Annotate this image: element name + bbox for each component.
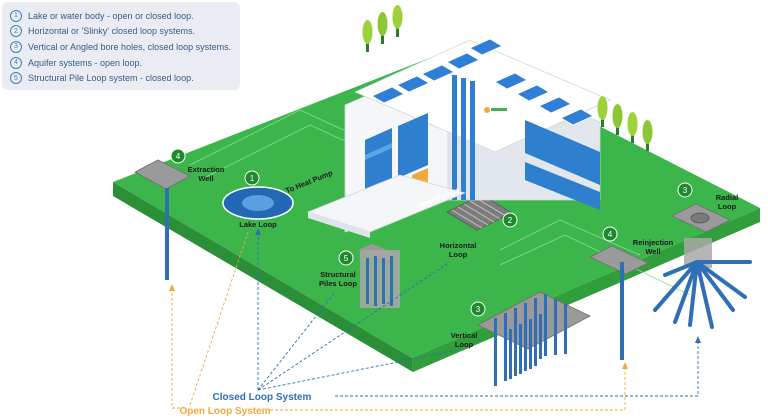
marker-4-number: 4 — [176, 152, 181, 161]
open-loop-leaders — [171, 231, 626, 411]
legend-item-aquifer: 4 Aquifer systems - open loop. — [10, 55, 232, 71]
marker-4-reinjection — [602, 226, 618, 242]
marker-3-radial — [677, 182, 693, 198]
legend-text: Horizontal or 'Slinky' closed loop syste… — [28, 26, 196, 37]
reinjection-well-label: Reinjection — [633, 238, 674, 247]
radial-loop-pipes — [653, 260, 752, 329]
solar-panels — [371, 38, 594, 126]
vertical-loop-label: Loop — [455, 340, 474, 349]
marker-4-extraction — [170, 148, 186, 164]
vertical-loop-bores — [494, 294, 567, 386]
radial-loop-label: Radial — [716, 193, 739, 202]
extraction-well-pipe — [165, 188, 169, 280]
trees — [362, 5, 653, 151]
extraction-well-label: Well — [198, 174, 213, 183]
lake-coil — [242, 195, 274, 211]
extraction-well-label: Extraction — [188, 165, 225, 174]
marker-5-piles — [338, 250, 354, 266]
horizontal-loop-label: Horizontal — [440, 241, 477, 250]
structural-piles-label: Piles Loop — [319, 279, 357, 288]
legend-number: 5 — [10, 72, 22, 85]
marker-3-vertical — [470, 301, 486, 317]
marker-2-horizontal — [502, 212, 518, 228]
legend-item-structural-pile: 5 Structural Pile Loop system - closed lo… — [10, 70, 232, 86]
legend-text: Lake or water body - open or closed loop… — [28, 10, 194, 21]
legend-item-horizontal: 2 Horizontal or 'Slinky' closed loop syst… — [10, 24, 232, 40]
closed-loop-arrowheads — [255, 228, 701, 343]
marker-3-number: 3 — [683, 186, 688, 195]
logo-mark — [484, 107, 507, 113]
horizontal-loop-label: Loop — [449, 250, 468, 259]
horizontal-loop-slats — [451, 197, 507, 229]
legend-text: Structural Pile Loop system - closed loo… — [28, 73, 194, 84]
marker-3-number: 3 — [476, 305, 481, 314]
marker-2-number: 2 — [508, 216, 513, 225]
legend-item-lake: 1 Lake or water body - open or closed loo… — [10, 8, 232, 24]
marker-5-number: 5 — [344, 254, 349, 263]
legend-item-vertical: 3 Vertical or Angled bore holes, closed l… — [10, 39, 232, 55]
legend-text: Aquifer systems - open loop. — [28, 57, 143, 68]
radial-loop-manhole — [690, 212, 710, 224]
building: Heat Pumps — [306, 39, 611, 238]
vertical-loop-label: Vertical — [451, 331, 478, 340]
lake-loop-label: Lake Loop — [239, 220, 277, 229]
closed-loop-leaders — [257, 232, 699, 397]
structural-piles-label: Structural — [320, 270, 355, 279]
marker-4-number: 4 — [608, 230, 613, 239]
open-loop-system-label: Open Loop System — [179, 406, 270, 417]
structural-piles — [358, 244, 400, 308]
marker-1-number: 1 — [250, 174, 255, 183]
legend-panel: 1 Lake or water body - open or closed loo… — [2, 2, 240, 90]
legend-number: 2 — [10, 25, 22, 38]
legend-number: 3 — [10, 40, 22, 53]
marker-1-lake — [244, 170, 260, 186]
extraction-well-pad — [134, 159, 191, 190]
open-loop-arrowheads — [169, 284, 628, 369]
legend-number: 1 — [10, 9, 22, 22]
reinjection-well-label: Well — [645, 247, 660, 256]
radial-loop-label: Loop — [718, 202, 737, 211]
ground-side-left — [113, 182, 413, 372]
legend-number: 4 — [10, 56, 22, 69]
closed-loop-system-label: Closed Loop System — [213, 392, 312, 403]
reinjection-well-pipe — [620, 262, 624, 360]
reinjection-well-pad — [589, 245, 649, 275]
legend-text: Vertical or Angled bore holes, closed lo… — [28, 41, 232, 52]
